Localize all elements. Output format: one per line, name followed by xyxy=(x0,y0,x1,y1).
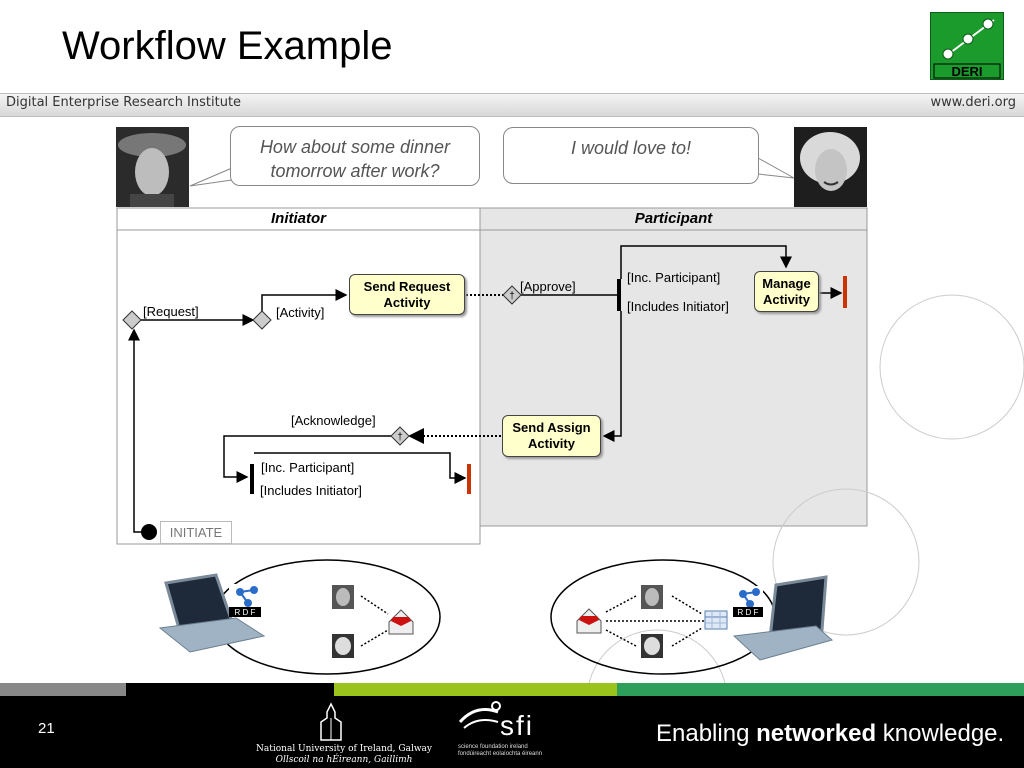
lane-participant xyxy=(479,207,868,527)
nuig-line-1: National University of Ireland, Galway xyxy=(256,744,432,754)
deco-circle-1 xyxy=(879,294,1024,440)
start-node xyxy=(141,524,157,540)
deri-logo: DERI xyxy=(930,12,1004,80)
laptop-icon xyxy=(732,575,834,661)
rdf-icon: R D F xyxy=(733,586,763,617)
end-marker-participant xyxy=(843,276,847,308)
svg-text:R D F: R D F xyxy=(235,608,256,617)
tagline-bold: networked xyxy=(756,720,877,747)
header-band xyxy=(0,93,1024,117)
institute-name: Digital Enterprise Research Institute xyxy=(6,95,242,110)
footer-bar xyxy=(0,696,1024,768)
tagline-suffix: knowledge. xyxy=(876,720,1005,747)
nuig-line-2: Ollscoil na hÉireann, Gaillimh xyxy=(275,755,413,765)
deco-circle-2 xyxy=(772,488,920,636)
label-acknowledge: [Acknowledge] xyxy=(291,413,376,428)
laptop-icon xyxy=(158,573,266,653)
lane-initiator xyxy=(116,207,481,545)
speech-bubble-initiator: How about some dinner tomorrow after wor… xyxy=(230,126,480,186)
site-url[interactable]: www.deri.org xyxy=(930,95,1017,110)
avatar-participant xyxy=(794,127,867,207)
nuig-name: National University of Ireland, Galway O… xyxy=(256,744,432,766)
gateway-activity xyxy=(252,310,272,330)
speech-bubble-participant: I would love to! xyxy=(503,127,759,184)
label-includes-initiator-top: [Includes Initiator] xyxy=(627,299,729,314)
bubble-tail-left xyxy=(189,167,233,187)
svg-text:†: † xyxy=(397,432,403,443)
sfi-sub-line-2: fondúireacht eolaíochta éireann xyxy=(458,751,543,757)
label-approve: [Approve] xyxy=(520,279,576,294)
tagline: Enabling networked knowledge. xyxy=(656,720,1004,748)
initiate-label[interactable]: INITIATE xyxy=(160,521,232,544)
label-inc-participant-top: [Inc. Participant] xyxy=(627,270,721,285)
label-includes-initiator-bottom: [Includes Initiator] xyxy=(260,483,362,498)
bubble-tail-right xyxy=(757,157,795,179)
logo-text: DERI xyxy=(951,64,982,79)
slide-title: Workflow Example xyxy=(62,24,393,68)
lane-header-initiator: Initiator xyxy=(271,210,326,227)
end-marker-initiator xyxy=(467,464,471,494)
envelope-icon-left xyxy=(388,609,414,635)
node-send-request-activity[interactable]: Send Request Activity xyxy=(349,274,465,315)
gateway-approve xyxy=(502,285,522,305)
label-request: [Request] xyxy=(143,304,199,319)
node-send-assign-activity[interactable]: Send Assign Activity xyxy=(502,415,601,457)
nuig-crest-icon xyxy=(320,702,342,741)
sfi-logo-text: sfi xyxy=(500,710,534,741)
gateway-request xyxy=(122,310,142,330)
avatar-initiator xyxy=(116,127,189,207)
svg-text:†: † xyxy=(509,291,515,302)
label-inc-participant-bottom: [Inc. Participant] xyxy=(261,460,355,475)
rdf-icon: R D F xyxy=(229,584,261,617)
page-number: 21 xyxy=(38,720,55,737)
tagline-prefix: Enabling xyxy=(656,720,757,747)
lane-header-participant: Participant xyxy=(634,210,713,227)
node-manage-activity[interactable]: Manage Activity xyxy=(754,271,819,312)
sfi-swoosh-icon xyxy=(458,701,501,729)
sfi-sub-line-1: science foundation ireland xyxy=(458,744,528,750)
gateway-acknowledge xyxy=(390,426,410,446)
svg-text:R D F: R D F xyxy=(738,608,759,617)
sfi-subtitle: science foundation ireland fondúireacht … xyxy=(458,744,542,758)
label-activity: [Activity] xyxy=(276,305,325,320)
envelope-icon-right xyxy=(576,608,602,634)
calendar-icon xyxy=(704,610,728,630)
